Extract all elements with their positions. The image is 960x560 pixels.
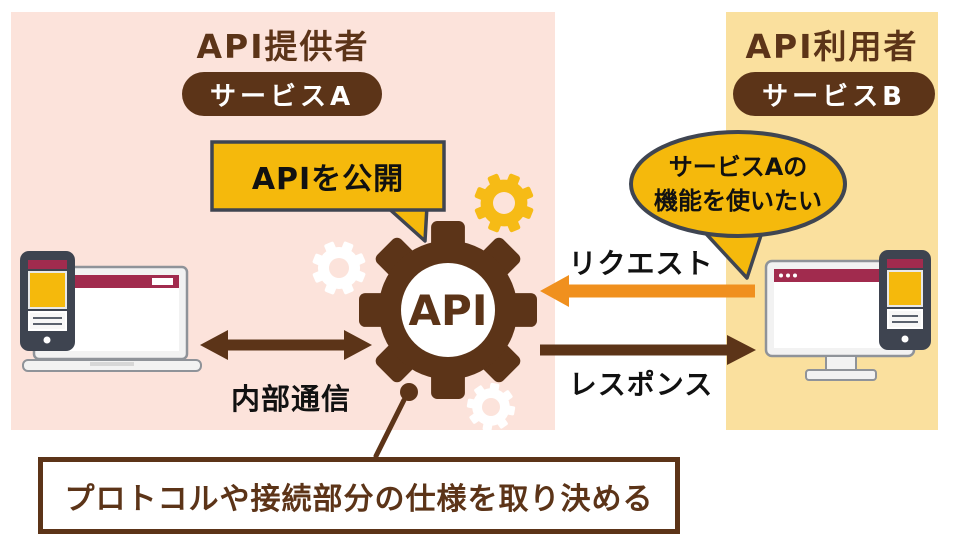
request-label: リクエスト <box>568 247 714 280</box>
speech-bubble-line2: 機能を使いたい <box>654 187 822 215</box>
publish-callout-label: APIを公開 <box>251 162 405 197</box>
internal-comm-label: 内部通信 <box>230 382 351 416</box>
decorative-gear-icon <box>463 379 519 435</box>
note-text: プロトコルや接続部分の仕様を取り決める <box>64 481 654 517</box>
decorative-gear-icon <box>303 232 375 304</box>
speech-bubble-shape <box>629 130 847 280</box>
api-gear-icon <box>359 221 537 399</box>
speech-bubble-label: サービスAの 機能を使いたい <box>638 150 838 220</box>
api-gear-label: API <box>408 285 488 335</box>
phone-illustration <box>20 251 75 351</box>
note-box: プロトコルや接続部分の仕様を取り決める <box>38 457 680 534</box>
connector-line <box>373 383 418 459</box>
decorative-gear-icon <box>464 163 544 243</box>
speech-bubble-line1: サービスAの <box>668 153 808 182</box>
request-arrow <box>540 275 755 307</box>
publish-callout-shape <box>210 140 446 243</box>
desktop-illustration <box>764 250 931 381</box>
provider-badge: サービスA <box>182 72 382 116</box>
consumer-badge: サービスB <box>733 72 935 116</box>
consumer-title: API利用者 <box>745 27 919 66</box>
phone-illustration <box>879 250 931 350</box>
provider-title: API提供者 <box>196 27 370 66</box>
internal-comm-arrow <box>200 330 372 360</box>
laptop-illustration <box>20 251 202 372</box>
response-arrow <box>540 335 756 365</box>
response-label: レスポンス <box>568 368 714 401</box>
